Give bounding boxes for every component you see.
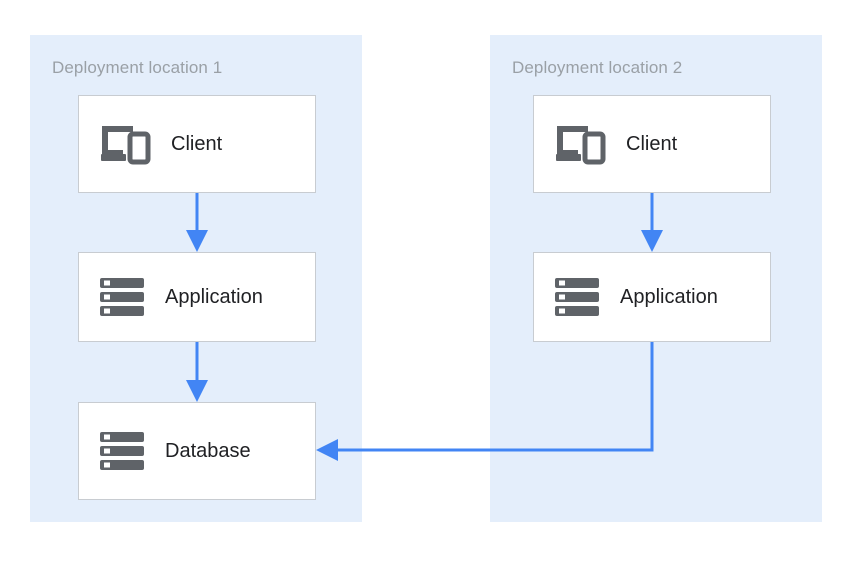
server-stack-icon [100,432,144,470]
node-client-1[interactable]: Client [78,95,316,193]
node-database-1-label: Database [165,440,251,462]
node-client-2[interactable]: Client [533,95,771,193]
node-application-1[interactable]: Application [78,252,316,342]
device-laptop-phone-icon [556,126,606,165]
deployment-location-1-label: Deployment location 1 [52,58,223,77]
node-database-1[interactable]: Database [78,402,316,500]
node-client-2-label: Client [626,133,678,155]
server-stack-icon [100,278,144,316]
server-stack-icon [555,278,599,316]
device-laptop-phone-icon [101,126,151,165]
deployment-location-2-label: Deployment location 2 [512,58,683,77]
node-application-1-label: Application [165,286,263,308]
node-application-2-label: Application [620,286,718,308]
node-application-2[interactable]: Application [533,252,771,342]
node-client-1-label: Client [171,133,223,155]
